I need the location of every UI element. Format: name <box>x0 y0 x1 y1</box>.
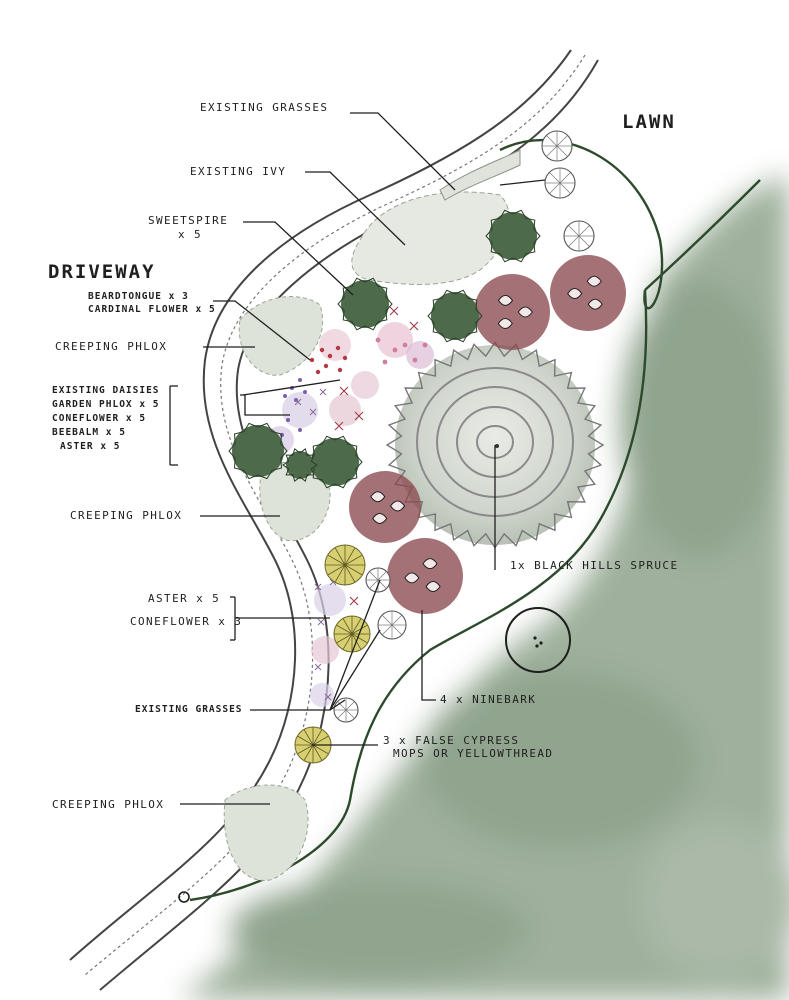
evergreen-shrub <box>282 447 318 483</box>
grass-clump <box>541 130 573 162</box>
creeping-phlox-patches <box>223 296 331 881</box>
evergreen-shrub <box>427 289 483 343</box>
ninebark-shrub <box>474 274 550 350</box>
grass-clump <box>365 567 391 593</box>
false-cypress <box>324 544 366 586</box>
creeping-phlox-label-1: CREEPING PHLOX <box>55 340 168 353</box>
aster-5-label-a: ASTER x 5 <box>60 441 121 452</box>
false-cypress-variety-label: MOPS OR YELLOWTHREAD <box>393 747 554 760</box>
ninebark-shrub <box>550 255 626 331</box>
creeping-phlox-label-2: CREEPING PHLOX <box>70 509 183 522</box>
grass-clump <box>377 610 407 640</box>
false-cypress-label: 3 x FALSE CYPRESS <box>383 734 520 747</box>
lawn-label: LAWN <box>622 111 676 133</box>
existing-grasses-strip <box>439 149 521 201</box>
existing-daisies-label: EXISTING DAISIES <box>52 385 160 396</box>
evergreen-shrub <box>337 277 393 331</box>
black-hills-spruce-label: 1x BLACK HILLS SPRUCE <box>510 559 679 572</box>
ninebark-shrub <box>387 538 463 614</box>
ninebark-label: 4 x NINEBARK <box>440 693 537 706</box>
creeping-phlox-label-3: CREEPING PHLOX <box>52 798 165 811</box>
existing-ivy-label: EXISTING IVY <box>190 165 287 178</box>
coneflower-3-label: CONEFLOWER x 3 <box>130 615 243 628</box>
beardtongue-label: BEARDTONGUE x 3 <box>88 291 189 302</box>
specimen-tree-circle <box>505 607 571 673</box>
leader-lines <box>169 112 546 805</box>
woodland-wash <box>180 175 789 1000</box>
cardinal-flower-label: CARDINAL FLOWER x 5 <box>88 304 216 315</box>
existing-grasses-top-label: EXISTING GRASSES <box>200 101 329 114</box>
evergreen-shrub <box>485 209 541 263</box>
grass-clump <box>333 697 359 723</box>
sweetspire-label: SWEETSPIRE <box>148 214 229 227</box>
ninebark-shrub <box>349 471 421 543</box>
grass-clump <box>544 167 576 199</box>
driveway-label: DRIVEWAY <box>48 261 156 283</box>
small-marker-circle <box>178 891 190 903</box>
ninebark-shrubs <box>349 255 626 614</box>
sweetspire-count-label: x 5 <box>178 228 203 241</box>
sweetspire-shrubs <box>228 209 541 489</box>
existing-ivy <box>351 191 510 285</box>
existing-grasses-bottom-label: EXISTING GRASSES <box>135 704 243 715</box>
grass-clump <box>563 220 595 252</box>
beebalm-label: BEEBALM x 5 <box>52 427 126 438</box>
garden-phlox-label: GARDEN PHLOX x 5 <box>52 399 160 410</box>
aster-5-label-b: ASTER x 5 <box>148 592 221 605</box>
coneflower-5-label: CONEFLOWER x 5 <box>52 413 147 424</box>
evergreen-shrub <box>228 422 288 480</box>
